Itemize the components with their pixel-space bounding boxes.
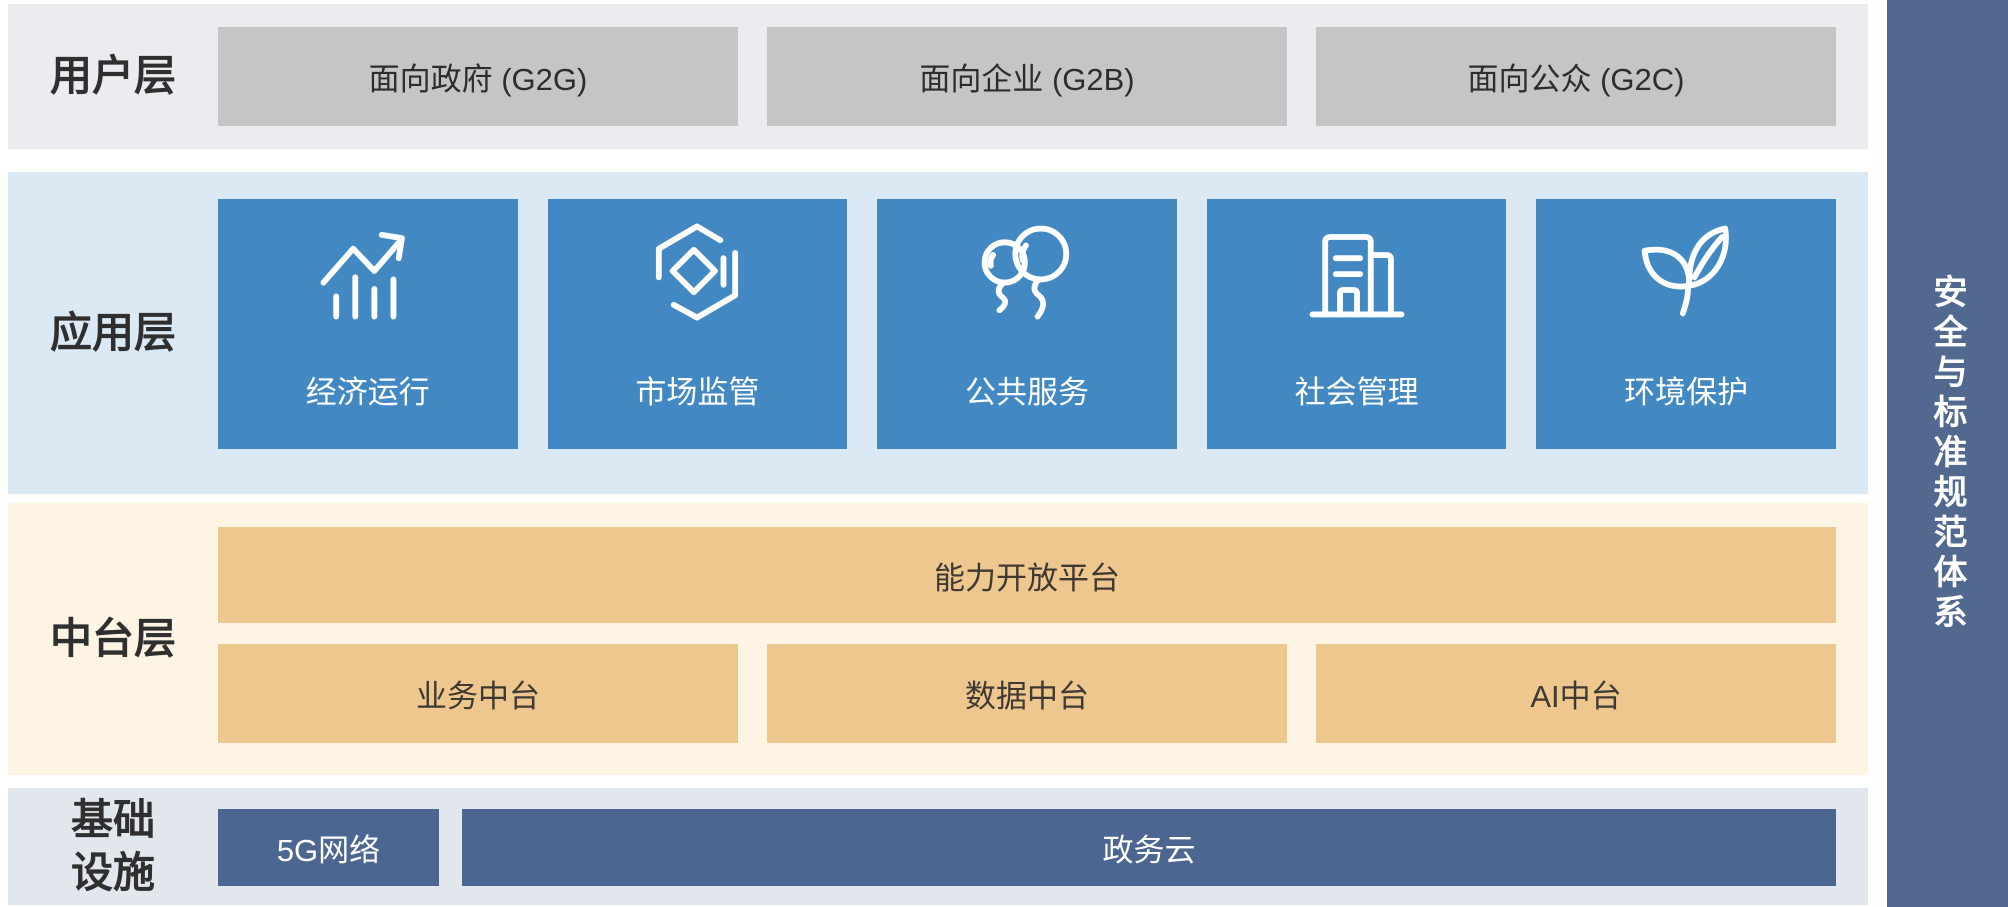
middle-layer-items: 业务中台 数据中台 AI中台 xyxy=(218,644,1836,743)
app-item-label: 市场监管 xyxy=(635,375,760,410)
layer-label-user: 用户层 xyxy=(49,52,176,100)
infra-layer-items: 5G网络 政务云 xyxy=(218,809,1836,886)
app-item-social: 社会管理 xyxy=(1206,199,1507,449)
app-item-environment: 环境保护 xyxy=(1536,199,1836,449)
security-standards-label: 安全与标准规范体系 xyxy=(1928,273,1966,634)
user-item-g2g: 面向政府 (G2G) xyxy=(218,27,738,126)
app-item-label: 环境保护 xyxy=(1624,375,1749,410)
security-standards-bar: 安全与标准规范体系 xyxy=(1887,0,2008,907)
app-item-economy: 经济运行 xyxy=(218,199,518,449)
layer-label-infra-text: 基础设施 xyxy=(70,796,155,896)
app-item-market: 市场监管 xyxy=(547,199,848,449)
app-item-label: 经济运行 xyxy=(305,375,430,410)
leaves-icon xyxy=(1641,225,1730,317)
layer-label-infra: 基础设施 xyxy=(8,788,218,905)
middle-item-data: 数据中台 xyxy=(767,644,1287,743)
layer-label-app: 应用层 xyxy=(49,308,176,356)
app-layer-items: 经济运行 市场监管 xyxy=(218,199,1836,449)
user-item-g2b: 面向企业 (G2B) xyxy=(767,27,1287,126)
user-item-g2c: 面向公众 (G2C) xyxy=(1316,27,1836,126)
layer-band-user: 用户层 面向政府 (G2G) 面向企业 (G2B) 面向公众 (G2C) xyxy=(8,4,1868,149)
app-item-label: 社会管理 xyxy=(1294,375,1419,410)
balloons-icon xyxy=(981,225,1070,320)
cube-icon xyxy=(656,223,739,321)
middle-item-ai: AI中台 xyxy=(1316,644,1836,743)
infra-item-5g: 5G网络 xyxy=(218,809,439,886)
trend-chart-icon xyxy=(320,231,405,320)
middle-platform-box: 能力开放平台 xyxy=(218,527,1836,623)
layer-band-app: 应用层 经济运行 xyxy=(8,172,1868,494)
layer-band-infra: 基础设施 5G网络 政务云 xyxy=(8,788,1868,905)
infra-item-gov-cloud: 政务云 xyxy=(462,809,1836,886)
app-item-label: 公共服务 xyxy=(964,375,1089,410)
layer-label-middle: 中台层 xyxy=(49,614,176,662)
layer-band-middle: 中台层 能力开放平台 业务中台 数据中台 AI中台 xyxy=(8,503,1868,775)
building-icon xyxy=(1309,234,1405,318)
app-item-public-service: 公共服务 xyxy=(877,199,1177,449)
user-layer-items: 面向政府 (G2G) 面向企业 (G2B) 面向公众 (G2C) xyxy=(218,27,1836,126)
middle-item-business: 业务中台 xyxy=(218,644,738,743)
